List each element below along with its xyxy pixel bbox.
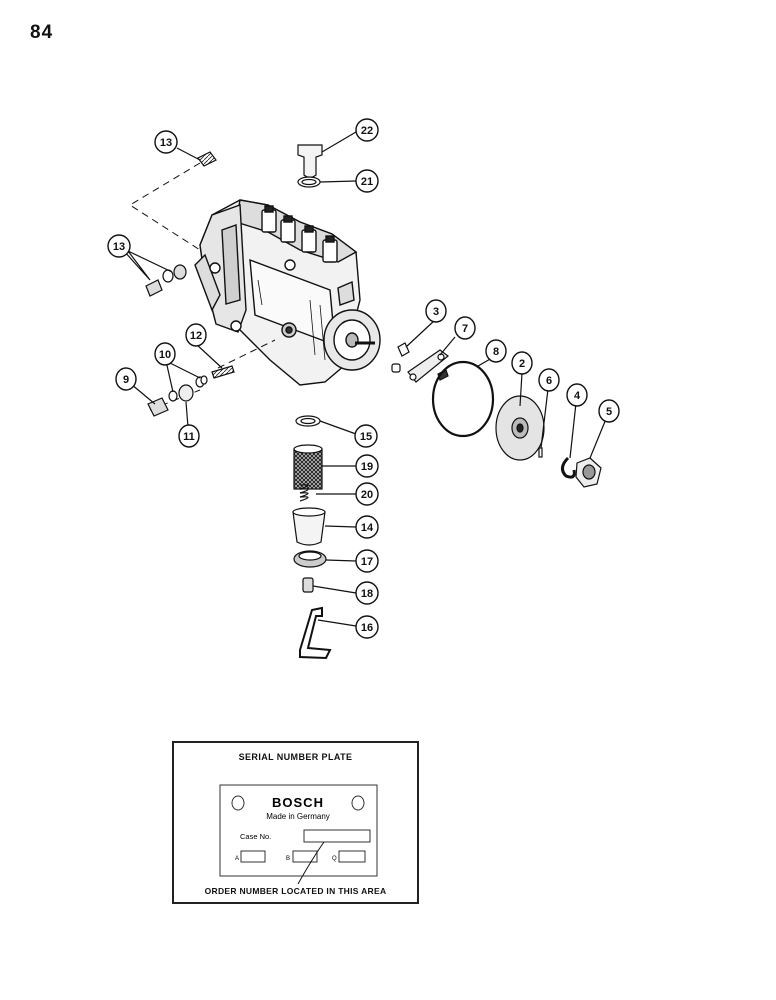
callout-22: 22 [355,118,379,142]
callout-8: 8 [485,339,507,363]
callout-4: 4 [566,383,588,407]
injection-pump [194,199,381,386]
bosch-plate-drawing: BOSCH Made in Germany Case No. A B Q [219,784,378,885]
plate-brand: BOSCH [272,795,324,810]
plate-inset-footer: ORDER NUMBER LOCATED IN THIS AREA [204,886,387,896]
svg-text:18: 18 [361,588,373,600]
plate-field-b-label: B [286,856,290,862]
plate-case-label: Case No. [240,832,271,841]
callout-3: 3 [425,299,447,323]
callout-12: 12 [185,323,207,347]
callout-19: 19 [355,454,379,478]
svg-text:16: 16 [361,622,373,634]
callout-14: 14 [355,515,379,539]
callout-5: 5 [598,399,620,423]
callout-9: 9 [115,367,137,391]
callout-13-top: 13 [154,130,178,154]
plate-inset-title: SERIAL NUMBER PLATE [238,752,353,762]
svg-text:11: 11 [183,431,195,443]
plate-field-a [240,850,266,863]
callout-18: 18 [355,581,379,605]
svg-text:17: 17 [361,556,373,568]
svg-text:2: 2 [519,358,525,370]
plate-field-a-label: A [235,856,239,862]
svg-text:13: 13 [160,137,172,149]
svg-text:9: 9 [123,374,129,386]
callout-6: 6 [538,368,560,392]
svg-text:6: 6 [546,375,552,387]
svg-text:10: 10 [159,349,171,361]
small-parts [145,144,602,660]
plate-pointer-line [297,841,325,885]
svg-text:4: 4 [574,390,581,402]
svg-text:5: 5 [606,406,612,418]
callout-13-left: 13 [107,234,131,258]
plate-rivet-right [351,795,365,811]
svg-text:13: 13 [113,241,125,253]
callout-11: 11 [178,424,200,448]
callout-7: 7 [454,316,476,340]
callout-bubbles: 22 21 13 13 3 7 8 2 6 4 5 12 10 9 11 15 … [107,118,620,639]
serial-number-plate-inset: SERIAL NUMBER PLATE BOSCH Made in German… [172,741,419,904]
svg-text:15: 15 [360,431,372,443]
svg-text:22: 22 [361,125,373,137]
callout-leaders [123,131,607,627]
svg-text:21: 21 [361,176,373,188]
svg-text:12: 12 [190,330,202,342]
callout-20: 20 [355,482,379,506]
svg-text:14: 14 [361,522,374,534]
callout-16: 16 [355,615,379,639]
callout-2: 2 [511,351,533,375]
svg-text:20: 20 [361,489,373,501]
callout-21: 21 [355,169,379,193]
plate-rivet-left [231,795,245,811]
callout-10: 10 [154,342,176,366]
svg-text:3: 3 [433,306,439,318]
callout-15: 15 [354,424,378,448]
plate-case-field [303,829,371,843]
callout-17: 17 [355,549,379,573]
svg-text:19: 19 [361,461,373,473]
plate-made-in: Made in Germany [266,812,330,821]
svg-text:8: 8 [493,346,499,358]
svg-text:7: 7 [462,323,468,335]
plate-field-c [338,850,366,863]
plate-field-c-label: Q [332,856,337,862]
plate-field-b [292,850,318,863]
page-number: 84 [30,22,54,43]
